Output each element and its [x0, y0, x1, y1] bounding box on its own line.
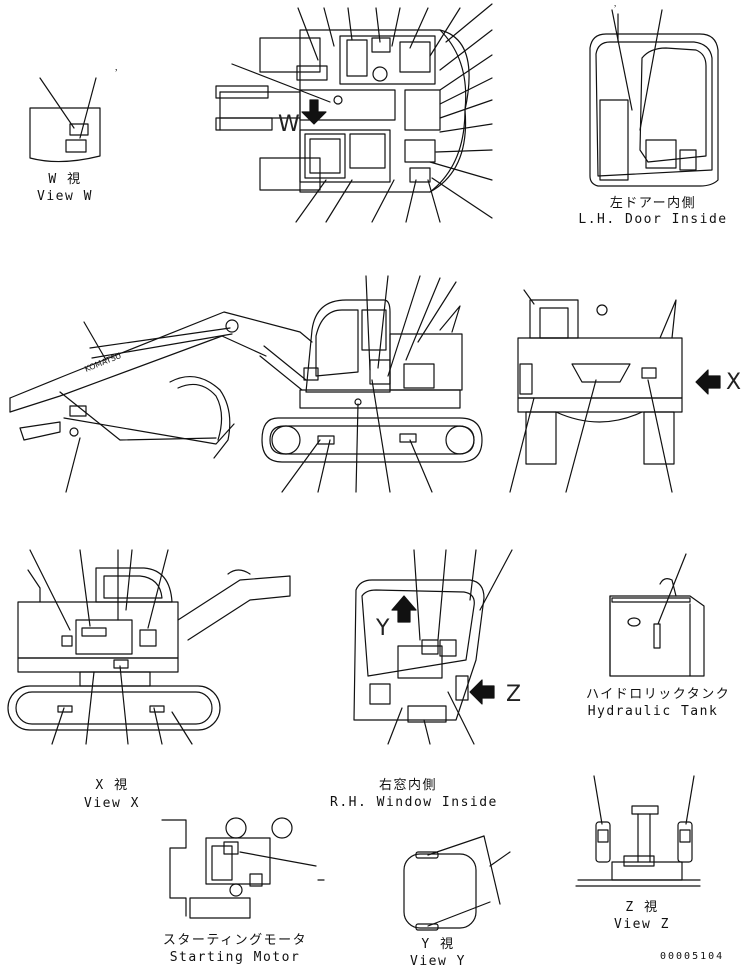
arrow-label-y: Y — [376, 616, 390, 641]
tank-caption-en: Hydraulic Tank — [587, 704, 719, 719]
excavator-side-view: KOMATSU — [9, 275, 483, 493]
arrow-label-w: W — [278, 112, 300, 137]
view-z-caption-en: View Z — [614, 917, 670, 932]
view-w-caption-jp: W 視 — [48, 172, 82, 187]
lh-door-inside-view: , — [589, 0, 719, 187]
window-caption-en: R.H. Window Inside — [330, 795, 498, 810]
view-x-caption-jp: X 視 — [95, 778, 129, 793]
arrow-label-x: X — [726, 370, 742, 395]
view-w-caption-en: View W — [37, 189, 93, 204]
svg-text:,: , — [614, 0, 616, 8]
hydraulic-tank-view — [609, 553, 705, 677]
view-z-caption-jp: Z 視 — [625, 900, 659, 915]
door-caption-en: L.H. Door Inside — [578, 212, 728, 227]
svg-text:,: , — [115, 62, 118, 73]
arrow-label-z: Z — [506, 682, 522, 707]
tank-caption-jp: ハイドロリックタンク — [586, 687, 731, 702]
view-x-excavator — [7, 549, 291, 745]
view-y-caption-jp: Y 視 — [421, 937, 455, 952]
rear-view — [509, 289, 721, 493]
door-caption-jp: 左ドアー内側 — [609, 196, 697, 211]
view-x-caption-en: View X — [84, 796, 140, 811]
motor-caption-en: Starting Motor — [169, 950, 301, 965]
drawing-code: 00005104 — [660, 951, 725, 962]
rh-window-inside-view — [353, 549, 513, 745]
view-y-caption-en: View Y — [410, 954, 466, 969]
starting-motor-view — [161, 817, 325, 919]
motor-caption-jp: スターティングモータ — [162, 933, 308, 948]
view-z-detail — [575, 775, 701, 887]
view-w-detail: , — [29, 62, 118, 163]
window-caption-jp: 右窓内側 — [378, 778, 437, 793]
top-plan-view — [215, 3, 493, 223]
view-y-detail — [403, 835, 511, 931]
